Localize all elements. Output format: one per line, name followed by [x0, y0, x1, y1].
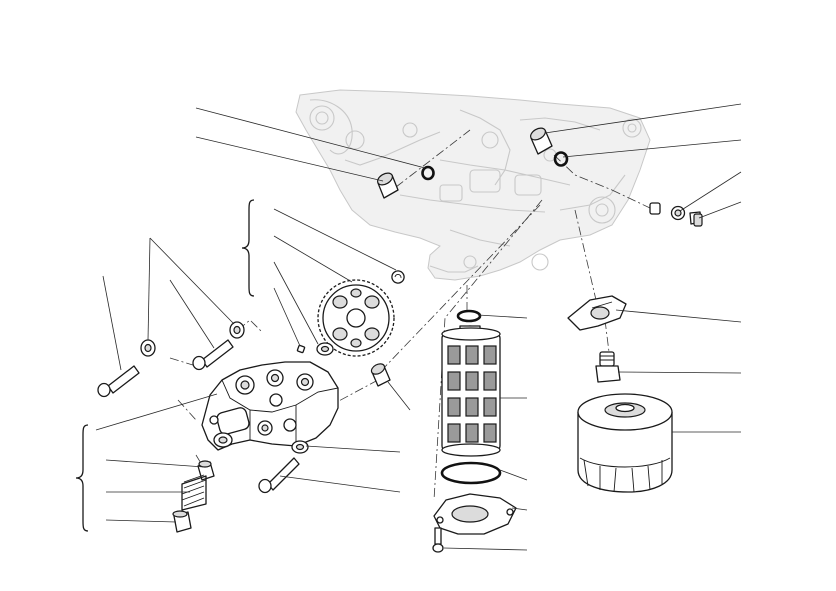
relief-valve-plug — [172, 510, 192, 533]
pump-bushing — [370, 363, 391, 387]
left-upper-o-ring — [421, 165, 435, 181]
pump-bolt-lower — [258, 457, 300, 494]
left-dowel-sleeve — [377, 172, 399, 199]
crankcase-ghost-outline — [295, 89, 651, 281]
pump-bolt-middle — [192, 339, 234, 371]
filter-top-o-ring — [456, 309, 482, 323]
oil-pump-body — [201, 361, 339, 451]
gear-group-brace — [241, 199, 255, 297]
gear-washer — [316, 342, 334, 356]
gear-key — [296, 344, 306, 354]
filter-cover-o-ring — [440, 461, 502, 485]
oil-filter-nipple — [595, 351, 621, 383]
sealing-washer — [670, 205, 686, 221]
pump-mount-washer — [291, 440, 309, 454]
drain-screw — [689, 211, 703, 227]
small-plug — [649, 202, 661, 215]
oil-filter-bracket — [567, 295, 627, 331]
oil-pump-gear — [317, 279, 395, 357]
gear-circlip — [391, 270, 405, 284]
pump-bolt-left — [97, 365, 140, 398]
spin-on-oil-filter — [577, 393, 673, 493]
pump-bolt-washer-left — [140, 339, 156, 357]
filter-cover-bolt — [432, 527, 444, 553]
pump-bolt-washer-middle — [229, 321, 245, 339]
relief-valve-spring — [181, 474, 207, 511]
filter-cover-plate — [433, 493, 517, 535]
pump-group-brace — [75, 424, 89, 532]
right-dowel-sleeve — [530, 127, 553, 155]
filter-cartridge-screen — [441, 327, 501, 457]
leader-lines — [95, 103, 742, 551]
right-upper-o-ring — [553, 151, 569, 167]
